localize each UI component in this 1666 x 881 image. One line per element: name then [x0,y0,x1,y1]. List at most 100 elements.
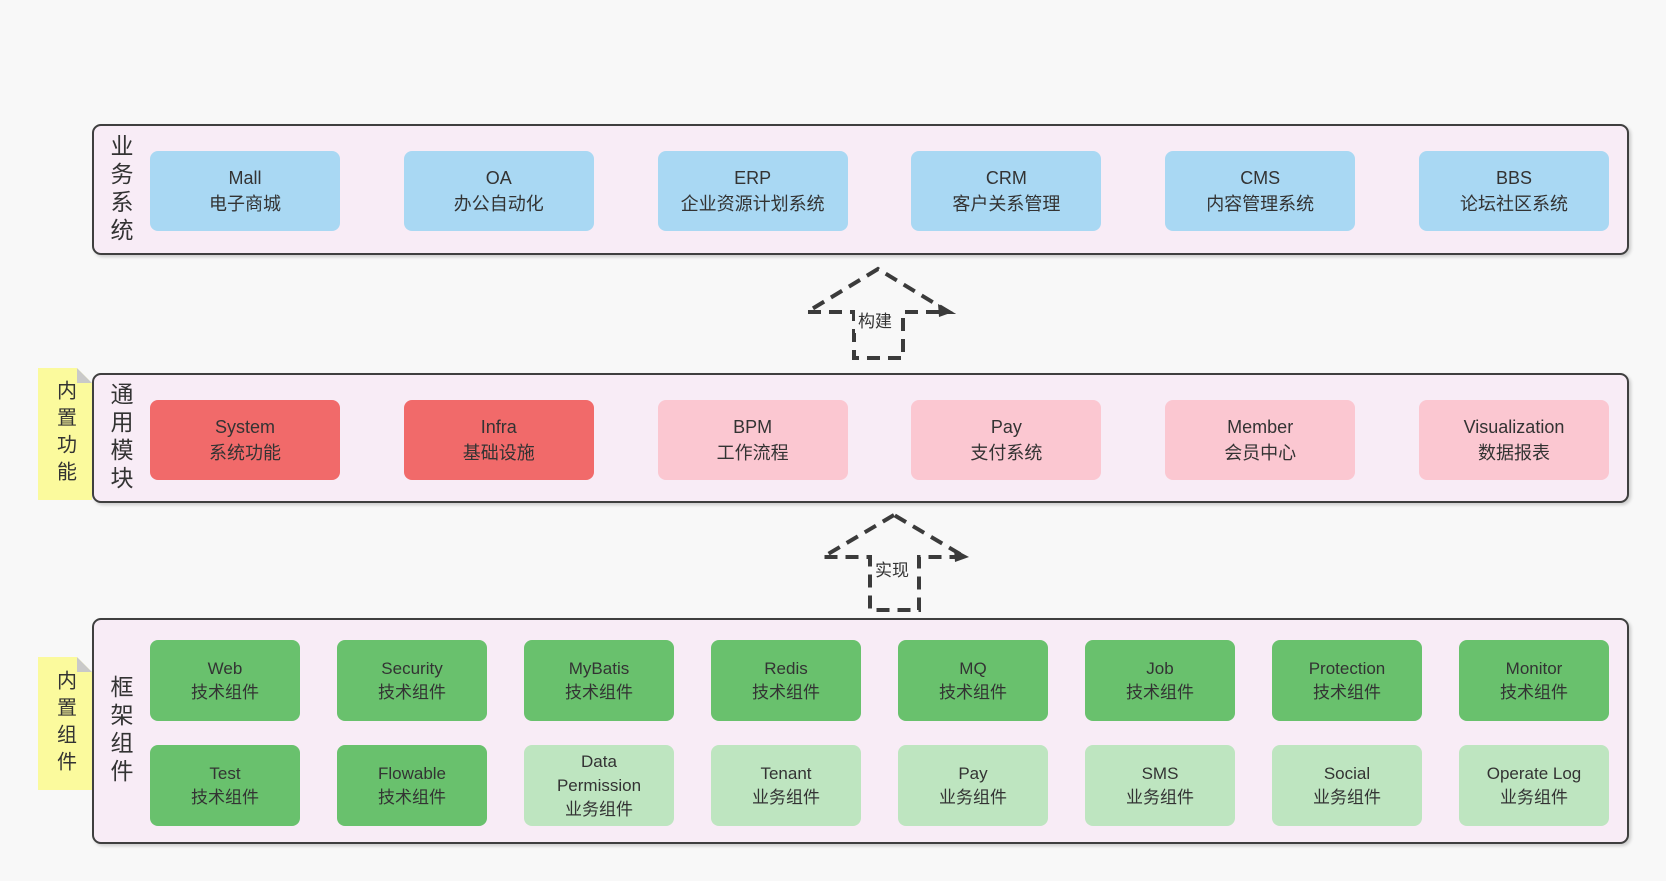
box-subtitle: 技术组件 [1500,682,1568,702]
box-subtitle: 电子商城 [209,194,281,214]
box-subtitle: 业务组件 [1313,787,1381,807]
box-title: Social [1323,763,1371,783]
box-subtitle: 技术组件 [1313,682,1381,702]
box-subtitle: 技术组件 [565,682,633,702]
box-title: Member [1227,417,1294,437]
box-subtitle: 业务组件 [565,799,633,819]
box-subtitle: 业务组件 [1500,787,1568,807]
sticky-label: 内置组件 [53,669,76,778]
box-title: BBS [1495,168,1532,188]
box-system: System 系统功能 [150,400,340,480]
band-label: 业务系统 [107,133,133,246]
box-title: Monitor [1505,658,1563,678]
box-subtitle: 基础设施 [462,443,535,463]
box-subtitle: 论坛社区系统 [1459,194,1568,214]
box-data-permission: Data Permission 业务组件 [524,745,674,826]
box-title: OA [485,168,512,188]
box-tenant: Tenant 业务组件 [711,745,861,826]
box-subtitle: 办公自动化 [453,194,544,214]
band-common-modules: 通用模块 System 系统功能 Infra 基础设施 BPM 工作流程 Pay 支付系统 Me… [92,373,1629,503]
box-subtitle: 技术组件 [1126,682,1194,702]
box-subtitle: 业务组件 [1126,787,1194,807]
box-title: CMS [1240,168,1281,188]
box-title: BPM [733,417,773,437]
box-job: Job 技术组件 [1085,640,1235,721]
box-subtitle: 技术组件 [191,787,259,807]
arrow-implement: 实现 [815,511,973,614]
box-subtitle: 系统功能 [209,443,281,463]
arrow-build-label: 构建 [855,306,895,333]
folded-corner-icon [77,368,92,383]
box-bpm: BPM 工作流程 [657,400,848,480]
box-subtitle: 工作流程 [716,443,789,463]
arrow-implement-label: 实现 [872,555,912,582]
box-title: Pay [990,417,1022,437]
box-cms: CMS 内容管理系统 [1165,151,1356,231]
box-subtitle: 技术组件 [378,682,446,702]
box-oa: OA 办公自动化 [403,151,594,231]
box-bbs: BBS 论坛社区系统 [1418,151,1609,231]
box-title: Security [381,658,443,678]
box-monitor: Monitor 技术组件 [1459,640,1609,721]
box-title: SMS [1141,763,1179,783]
box-title: Pay [958,763,988,783]
box-title: Test [209,763,241,783]
box-subtitle: 会员中心 [1224,443,1297,463]
box-title: Flowable [377,763,447,783]
box-sms: SMS 业务组件 [1085,745,1235,826]
box-title: Visualization [1463,417,1565,437]
box-subtitle: 业务组件 [752,787,820,807]
box-mall: Mall 电子商城 [150,151,340,231]
box-test: Test 技术组件 [150,745,300,826]
folded-corner-icon [77,657,92,672]
box-subtitle: 技术组件 [939,682,1007,702]
box-subtitle: 技术组件 [191,682,259,702]
box-subtitle: 内容管理系统 [1206,194,1315,214]
band-label: 框架组件 [107,675,133,787]
box-redis: Redis 技术组件 [711,640,861,721]
box-row: System 系统功能 Infra 基础设施 BPM 工作流程 Pay 支付系统 Member 会… [150,400,1609,480]
box-operate-log: Operate Log 业务组件 [1459,745,1609,826]
box-title: Redis [764,658,808,678]
box-title: MQ [959,658,987,678]
box-social: Social 业务组件 [1272,745,1422,826]
box-member: Member 会员中心 [1165,400,1356,480]
box-security: Security 技术组件 [337,640,487,721]
box-title: Infra [480,417,517,437]
dashed-up-arrow-icon [799,266,957,360]
box-subtitle: 业务组件 [939,787,1007,807]
box-infra: Infra 基础设施 [403,400,594,480]
box-mq: MQ 技术组件 [898,640,1048,721]
box-title: Operate Log [1486,763,1582,783]
box-title: Job [1146,658,1174,678]
sticky-label: 内置功能 [53,380,76,488]
box-subtitle: 技术组件 [378,787,446,807]
box-title: Web [207,658,243,678]
box-subtitle: 支付系统 [970,443,1043,463]
box-subtitle: 企业资源计划系统 [680,194,825,214]
box-title: MyBatis [568,658,630,678]
arrow-build: 构建 [799,265,957,362]
box-subtitle: 技术组件 [752,682,820,702]
box-pay: Pay 支付系统 [911,400,1102,480]
box-title: Tenant [760,763,812,783]
box-crm: CRM 客户关系管理 [911,151,1102,231]
box-mybatis: MyBatis 技术组件 [524,640,674,721]
box-title: Data Permission [556,751,642,795]
box-subtitle: 客户关系管理 [952,194,1061,214]
box-title: System [214,417,275,437]
dashed-up-arrow-icon [815,512,973,612]
box-title: CRM [985,168,1027,188]
box-title: Mall [228,168,262,188]
box-title: Protection [1308,658,1386,678]
box-subtitle: 数据报表 [1477,443,1550,463]
sticky-note-built-in-components: 内置组件 [38,657,92,790]
band-label: 通用模块 [107,382,133,494]
